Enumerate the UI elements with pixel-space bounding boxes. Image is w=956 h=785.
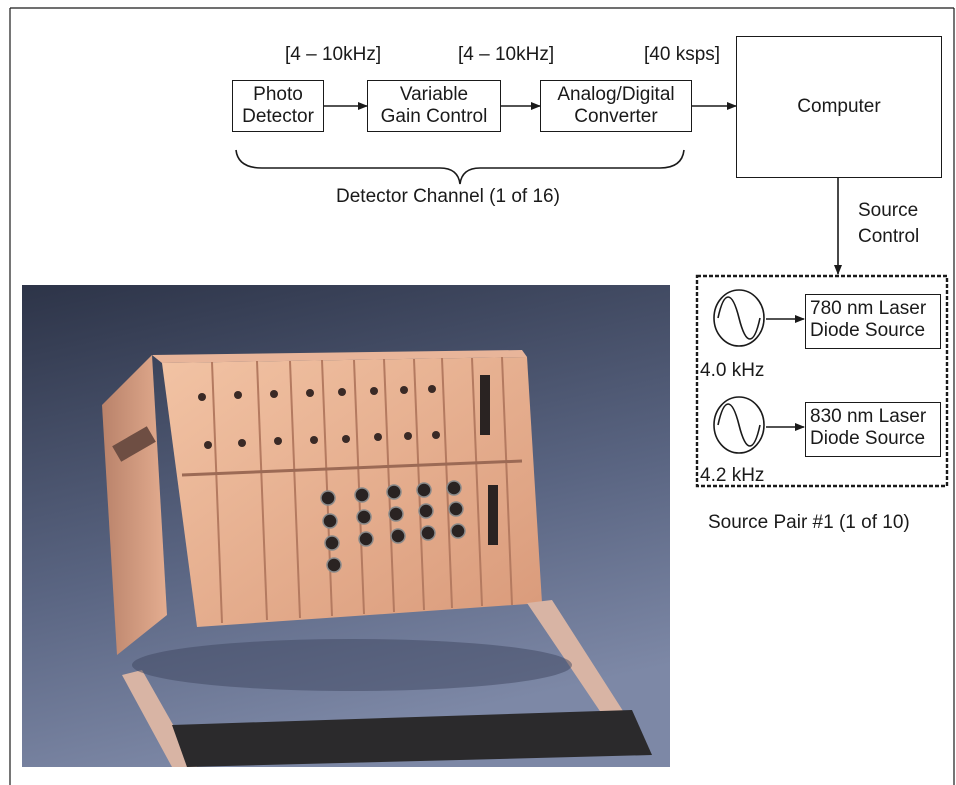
sample-rate-label: [40 ksps] — [644, 44, 720, 66]
detector-channel-label: Detector Channel (1 of 16) — [336, 186, 560, 208]
frequency-label-1: 4.0 kHz — [700, 360, 764, 382]
laser-source-780: 780 nm Laser Diode Source — [805, 294, 941, 349]
detector-channel-brace — [236, 150, 684, 184]
photo-detector-block: Photo Detector — [232, 80, 324, 132]
source-pair-label: Source Pair #1 (1 of 10) — [708, 512, 910, 534]
bandwidth-label-gain: [4 – 10kHz] — [458, 44, 554, 66]
laser-source-830: 830 nm Laser Diode Source — [805, 402, 941, 457]
adc-block: Analog/Digital Converter — [540, 80, 692, 132]
bandwidth-label-detector: [4 – 10kHz] — [285, 44, 381, 66]
computer-block: Computer — [736, 36, 942, 178]
variable-gain-block: Variable Gain Control — [367, 80, 501, 132]
oscillator-icon — [714, 397, 764, 453]
source-control-label: Source Control — [858, 198, 919, 250]
oscillator-icon — [714, 290, 764, 346]
instrument-chassis-photo — [22, 285, 670, 767]
frequency-label-2: 4.2 kHz — [700, 465, 764, 487]
